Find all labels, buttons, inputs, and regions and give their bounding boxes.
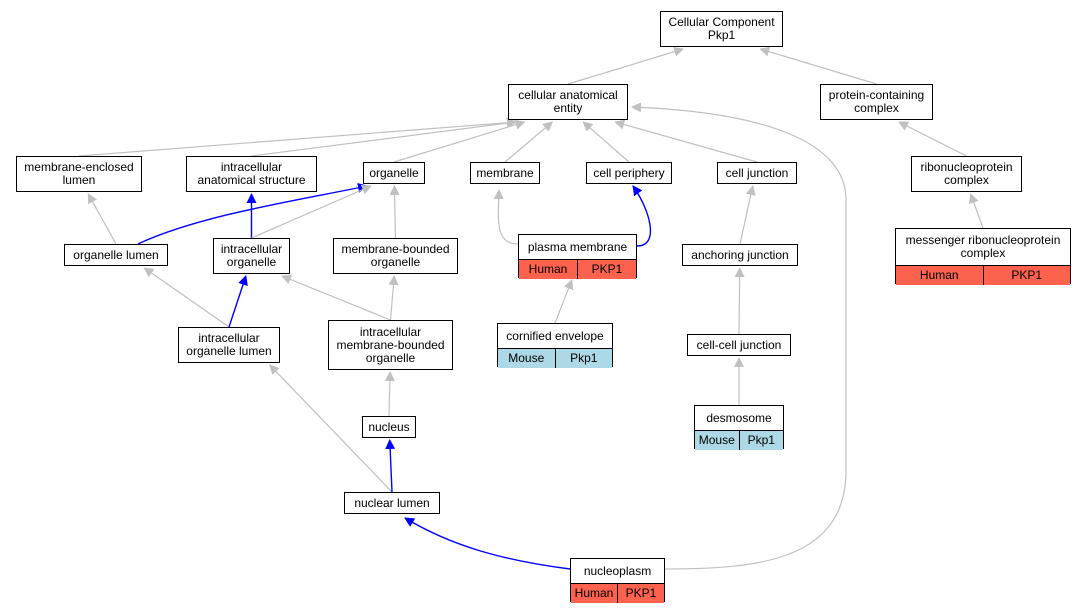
edge-organelle-lumen-to-organelle bbox=[137, 182, 368, 245]
species-cell: Human bbox=[519, 260, 577, 279]
node-label: organelle lumen bbox=[73, 247, 159, 262]
gene-cell: Pkp1 bbox=[554, 349, 612, 368]
node-membrane[interactable]: membrane bbox=[470, 162, 540, 184]
node-nucleus[interactable]: nucleus bbox=[362, 416, 416, 438]
node-label: intracellular anatomical structure bbox=[197, 160, 306, 187]
edge-nuclear-lumen-to-intracellular-organelle-lumen bbox=[269, 364, 393, 493]
node-anchoring-junction[interactable]: anchoring junction bbox=[682, 244, 798, 266]
edge-intracellular-anatomical-structure-to-cellular-anatomical-entity bbox=[251, 118, 517, 157]
node-label: cell-cell junction bbox=[696, 337, 782, 352]
node-organelle[interactable]: organelle bbox=[363, 162, 425, 184]
node-label: ribonucleoprotein complex bbox=[920, 160, 1013, 187]
node-label: membrane-bounded organelle bbox=[341, 242, 450, 269]
node-label: nuclear lumen bbox=[354, 495, 430, 510]
edge-organelle-to-cellular-anatomical-entity bbox=[393, 119, 526, 163]
edge-protein-containing-complex-to-cellular-component bbox=[759, 46, 877, 85]
node-label: nucleoplasm bbox=[583, 563, 652, 578]
node-nucleoplasm[interactable]: nucleoplasm Human PKP1 bbox=[570, 558, 665, 603]
node-label: organelle bbox=[369, 165, 419, 180]
node-cell-cell-junction[interactable]: cell-cell junction bbox=[687, 334, 791, 356]
node-label: intracellular membrane-bounded organelle bbox=[336, 324, 445, 365]
edge-messenger-rnp-complex-to-ribonucleoprotein-complex bbox=[969, 193, 984, 229]
species-gene-row: Human PKP1 bbox=[896, 265, 1070, 285]
node-intracellular-organelle[interactable]: intracellular organelle bbox=[213, 238, 290, 274]
node-label: membrane-enclosed lumen bbox=[24, 160, 134, 187]
node-plasma-membrane[interactable]: plasma membrane Human PKP1 bbox=[518, 234, 637, 279]
node-messenger-ribonucleoprotein-complex[interactable]: messenger ribonucleoprotein complex Huma… bbox=[895, 228, 1071, 285]
species-gene-row: Human PKP1 bbox=[519, 259, 636, 279]
edge-plasma-membrane-to-cell-periphery bbox=[632, 185, 652, 247]
edge-intracellular-organelle-to-organelle bbox=[251, 185, 372, 239]
species-cell: Mouse bbox=[498, 349, 555, 368]
node-label: intracellular organelle bbox=[220, 242, 283, 269]
edge-organelle-lumen-to-membrane-enclosed-lumen bbox=[87, 193, 117, 245]
node-cell-junction[interactable]: cell junction bbox=[717, 162, 797, 184]
edge-intracellular-membrane-bounded-organelle-to-membrane-bounded-organelle bbox=[388, 275, 399, 321]
species-cell: Human bbox=[571, 584, 617, 603]
node-cornified-envelope[interactable]: cornified envelope Mouse Pkp1 bbox=[497, 323, 613, 368]
node-label: protein-containing complex bbox=[828, 88, 925, 115]
node-label: cell periphery bbox=[593, 165, 665, 180]
edge-cell-junction-to-cellular-anatomical-entity bbox=[614, 119, 758, 163]
gene-cell: Pkp1 bbox=[738, 431, 783, 450]
node-cell-periphery[interactable]: cell periphery bbox=[586, 162, 672, 184]
node-label: plasma membrane bbox=[527, 239, 628, 254]
node-nuclear-lumen[interactable]: nuclear lumen bbox=[344, 492, 440, 514]
edge-cell-cell-junction-to-anchoring-junction bbox=[734, 267, 745, 335]
node-label: messenger ribonucleoprotein complex bbox=[905, 233, 1061, 260]
edge-intracellular-organelle-lumen-to-intracellular-organelle bbox=[228, 275, 248, 328]
species-cell: Human bbox=[896, 266, 983, 285]
edge-intracellular-organelle-lumen-to-organelle-lumen bbox=[143, 267, 230, 328]
node-membrane-enclosed-lumen[interactable]: membrane-enclosed lumen bbox=[16, 156, 142, 192]
node-label: cornified envelope bbox=[506, 328, 604, 343]
species-gene-row: Mouse Pkp1 bbox=[498, 348, 612, 368]
edge-nucleus-to-intracellular-membrane-bounded-organelle bbox=[384, 371, 395, 417]
node-desmosome[interactable]: desmosome Mouse Pkp1 bbox=[694, 405, 784, 450]
edge-nucleoplasm-to-nuclear-lumen bbox=[404, 517, 571, 570]
node-label: anchoring junction bbox=[691, 247, 789, 262]
gene-cell: PKP1 bbox=[982, 266, 1070, 285]
edge-cellular-anatomical-entity-to-cellular-component bbox=[567, 46, 685, 85]
edge-intracellular-membrane-bounded-organelle-to-intracellular-organelle bbox=[281, 274, 391, 321]
edge-cell-periphery-to-cellular-anatomical-entity bbox=[582, 121, 630, 163]
edge-plasma-membrane-to-membrane bbox=[493, 189, 519, 245]
node-intracellular-membrane-bounded-organelle[interactable]: intracellular membrane-bounded organelle bbox=[328, 320, 453, 370]
node-label: Cellular Component Pkp1 bbox=[668, 15, 775, 42]
node-label: intracellular organelle lumen bbox=[186, 331, 272, 358]
node-label: membrane bbox=[476, 165, 534, 180]
node-organelle-lumen[interactable]: organelle lumen bbox=[64, 244, 168, 266]
species-cell: Mouse bbox=[695, 431, 739, 450]
node-label: cellular anatomical entity bbox=[518, 88, 618, 115]
node-label: cell junction bbox=[725, 165, 789, 180]
node-cellular-anatomical-entity[interactable]: cellular anatomical entity bbox=[508, 84, 628, 120]
node-ribonucleoprotein-complex[interactable]: ribonucleoprotein complex bbox=[911, 156, 1022, 192]
edge-membrane-enclosed-lumen-to-cellular-anatomical-entity bbox=[78, 117, 517, 157]
edge-nucleoplasm-to-cellular-anatomical-entity bbox=[631, 102, 847, 570]
edge-ribonucleoprotein-complex-to-protein-containing-complex bbox=[898, 121, 967, 157]
node-label: desmosome bbox=[706, 410, 772, 425]
edge-membrane-to-cellular-anatomical-entity bbox=[504, 121, 554, 163]
gene-cell: PKP1 bbox=[617, 584, 664, 603]
species-gene-row: Mouse Pkp1 bbox=[695, 430, 783, 450]
edge-anchoring-junction-to-cell-junction bbox=[739, 185, 756, 245]
node-intracellular-anatomical-structure[interactable]: intracellular anatomical structure bbox=[186, 156, 317, 192]
node-cellular-component[interactable]: Cellular Component Pkp1 bbox=[660, 11, 783, 47]
gene-cell: PKP1 bbox=[577, 260, 636, 279]
edge-membrane-bounded-organelle-to-organelle bbox=[389, 185, 400, 239]
node-protein-containing-complex[interactable]: protein-containing complex bbox=[820, 84, 933, 120]
species-gene-row: Human PKP1 bbox=[571, 583, 664, 603]
node-label: nucleus bbox=[368, 419, 410, 434]
edge-cornified-envelope-to-plasma-membrane bbox=[554, 279, 574, 324]
node-membrane-bounded-organelle[interactable]: membrane-bounded organelle bbox=[333, 238, 458, 274]
edge-nuclear-lumen-to-nucleus bbox=[385, 439, 396, 493]
node-intracellular-organelle-lumen[interactable]: intracellular organelle lumen bbox=[178, 327, 280, 363]
